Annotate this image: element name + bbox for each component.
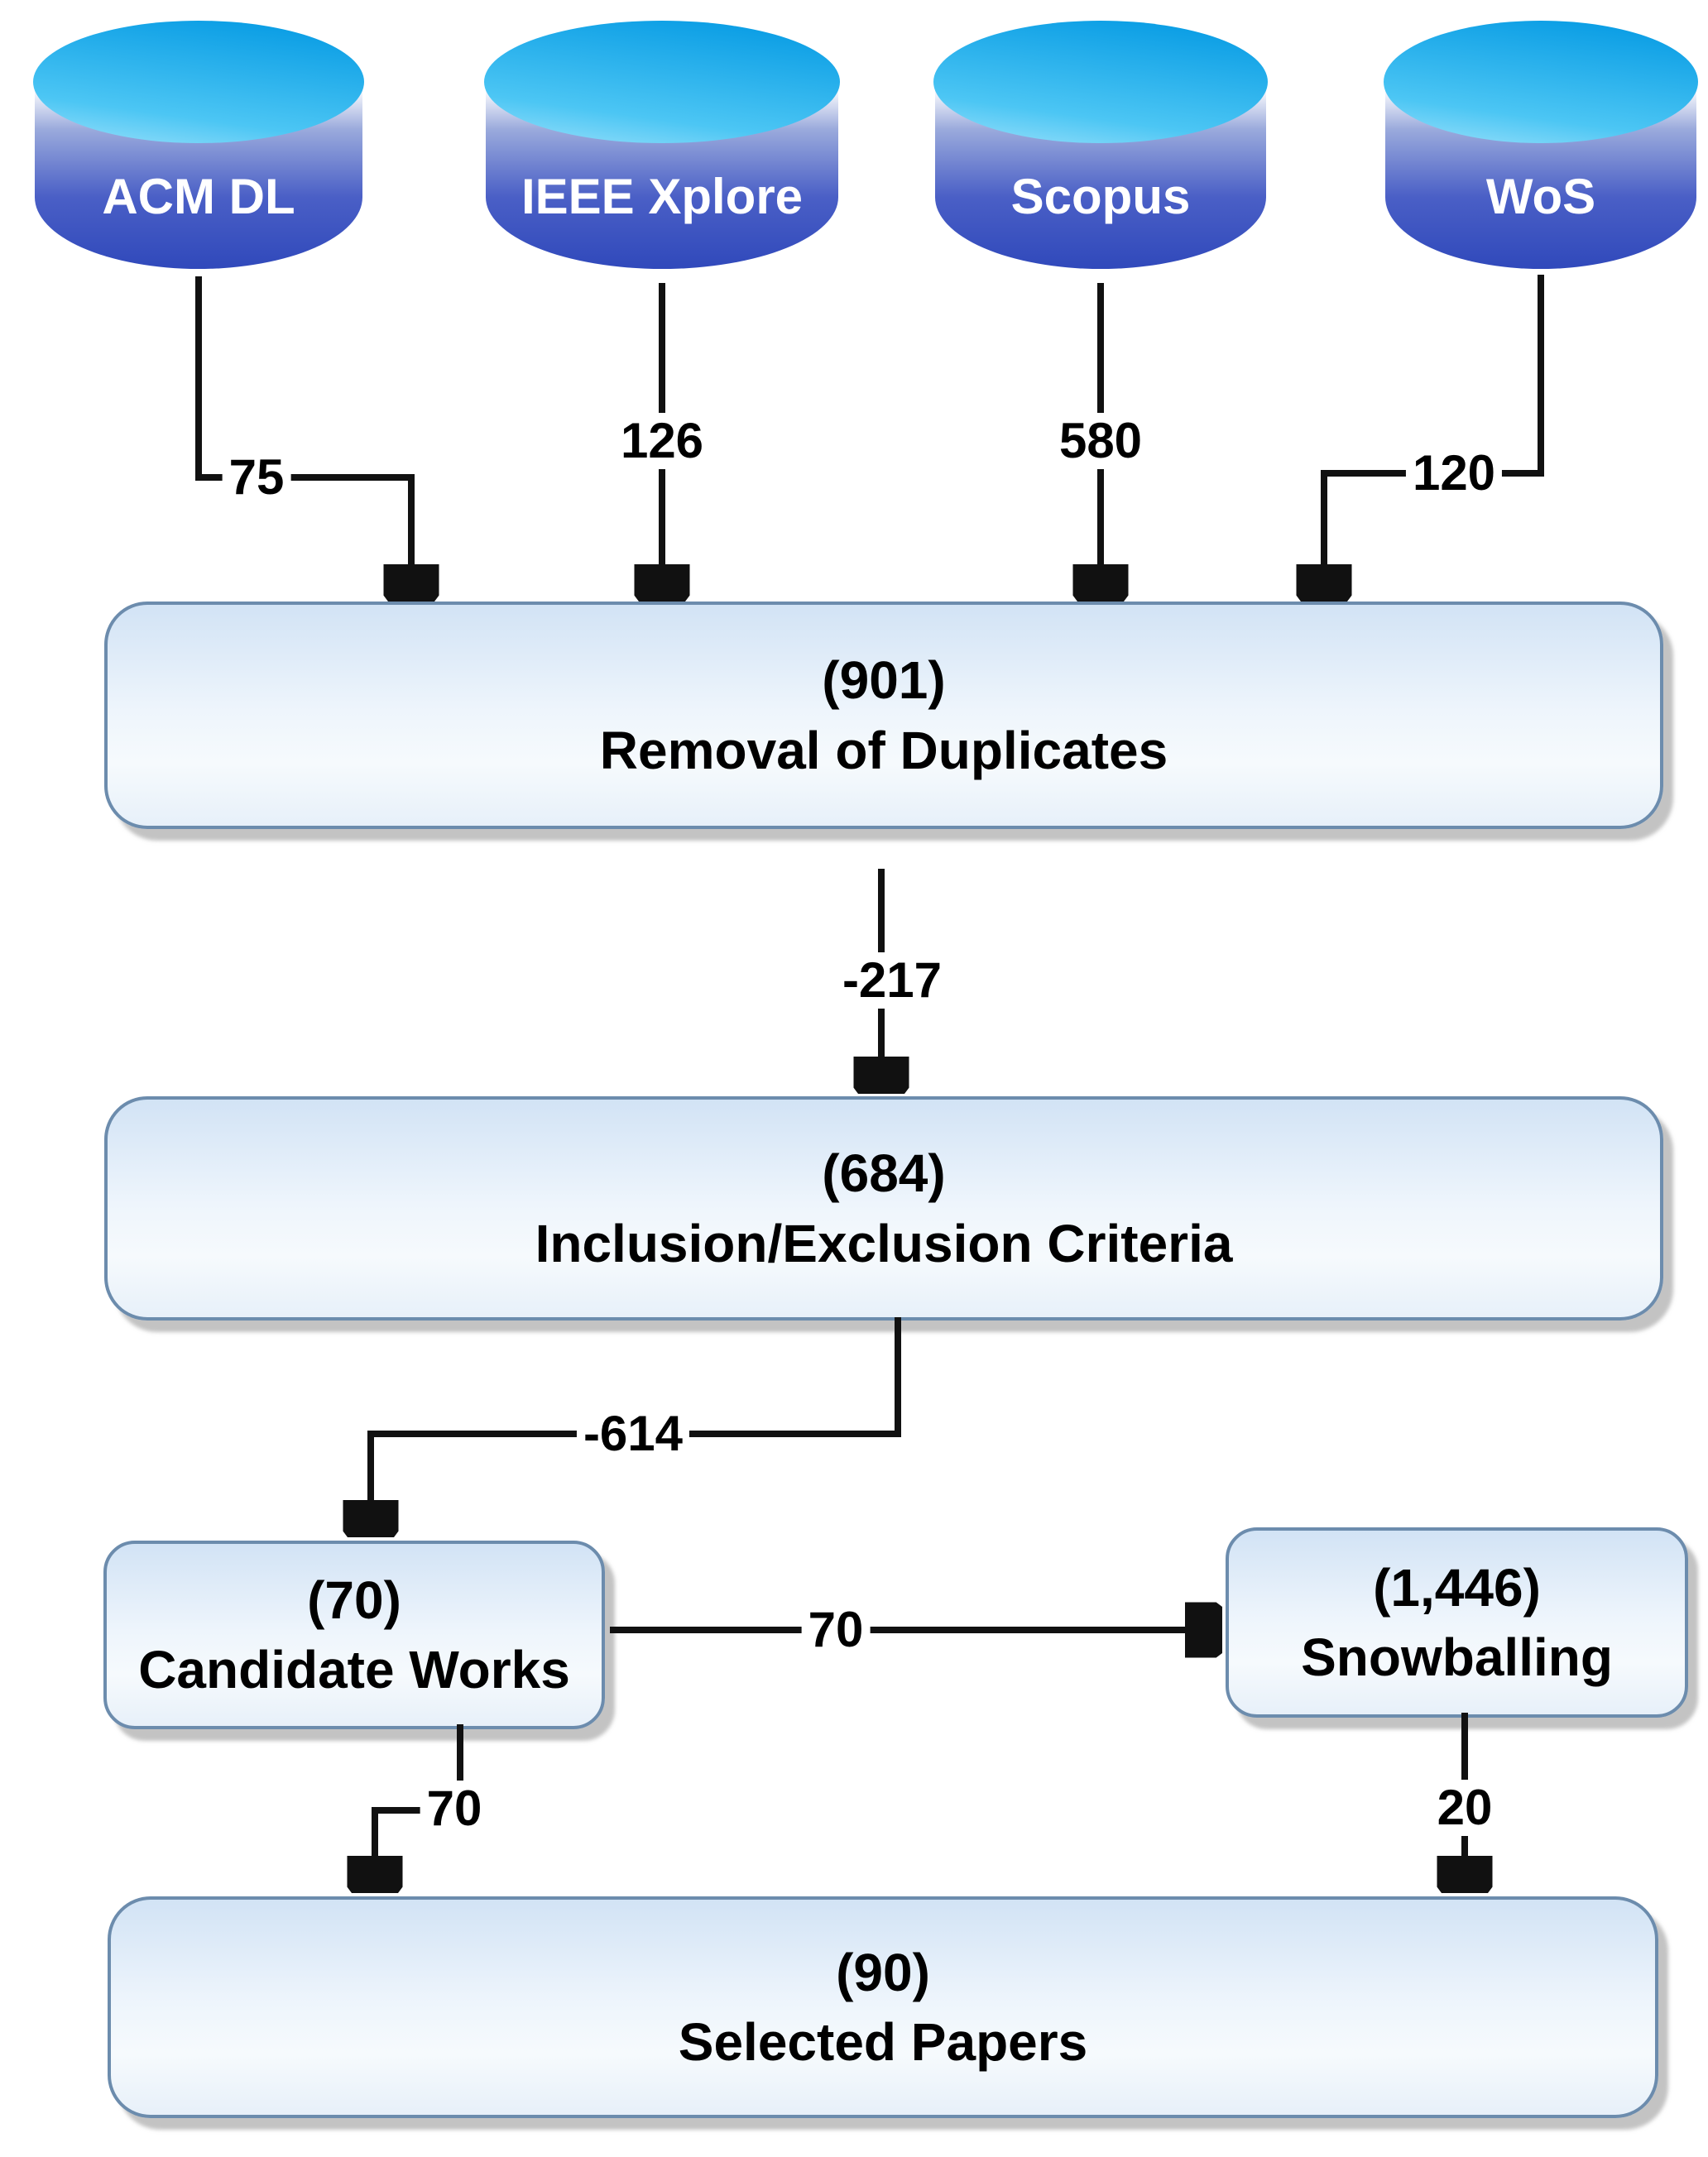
- database-wos: WoS: [1381, 21, 1701, 269]
- node-label: Snowballing: [1301, 1627, 1613, 1687]
- node-removal-of-duplicates: (901) Removal of Duplicates: [104, 602, 1663, 829]
- cylinder-top: [33, 21, 364, 143]
- node-label: Inclusion/Exclusion Criteria: [535, 1213, 1233, 1273]
- node-count: (1,446): [1373, 1557, 1541, 1618]
- edge-count-minus-217: -217: [835, 952, 949, 1009]
- edge-acm-to-duplicates: [195, 276, 411, 602]
- node-snowballing: (1,446) Snowballing: [1226, 1527, 1688, 1718]
- node-label: Selected Papers: [678, 2012, 1088, 2072]
- node-candidate-works: (70) Candidate Works: [103, 1541, 605, 1729]
- cylinder-top: [933, 21, 1268, 143]
- edge-wos-to-duplicates: [1324, 275, 1544, 602]
- database-ieee-xplore: IEEE Xplore: [482, 21, 842, 269]
- node-count: (684): [822, 1143, 946, 1204]
- database-label: Scopus: [1010, 169, 1191, 224]
- node-label: Removal of Duplicates: [599, 720, 1168, 780]
- node-selected-papers: (90) Selected Papers: [108, 1896, 1658, 2118]
- database-scopus: Scopus: [931, 21, 1270, 269]
- edge-count-scopus: 580: [1052, 413, 1149, 469]
- database-label: IEEE Xplore: [521, 169, 804, 224]
- edge-count-minus-614: -614: [576, 1406, 690, 1462]
- edge-count-20: 20: [1430, 1780, 1499, 1836]
- node-inclusion-exclusion-criteria: (684) Inclusion/Exclusion Criteria: [104, 1096, 1663, 1321]
- node-count: (90): [836, 1942, 930, 2002]
- edge-count-70-right: 70: [801, 1602, 871, 1658]
- edge-count-acm: 75: [222, 449, 291, 506]
- database-label: ACM DL: [102, 169, 295, 224]
- database-label: WoS: [1485, 169, 1596, 224]
- node-count: (70): [307, 1570, 401, 1630]
- edge-count-ieee: 126: [613, 413, 711, 469]
- edge-count-wos: 120: [1405, 445, 1503, 501]
- node-label: Candidate Works: [138, 1640, 570, 1699]
- cylinder-top: [1384, 21, 1698, 143]
- node-count: (901): [822, 650, 946, 711]
- cylinder-top: [484, 21, 840, 143]
- database-acm-dl: ACM DL: [31, 21, 367, 269]
- edge-count-70-down: 70: [420, 1781, 489, 1837]
